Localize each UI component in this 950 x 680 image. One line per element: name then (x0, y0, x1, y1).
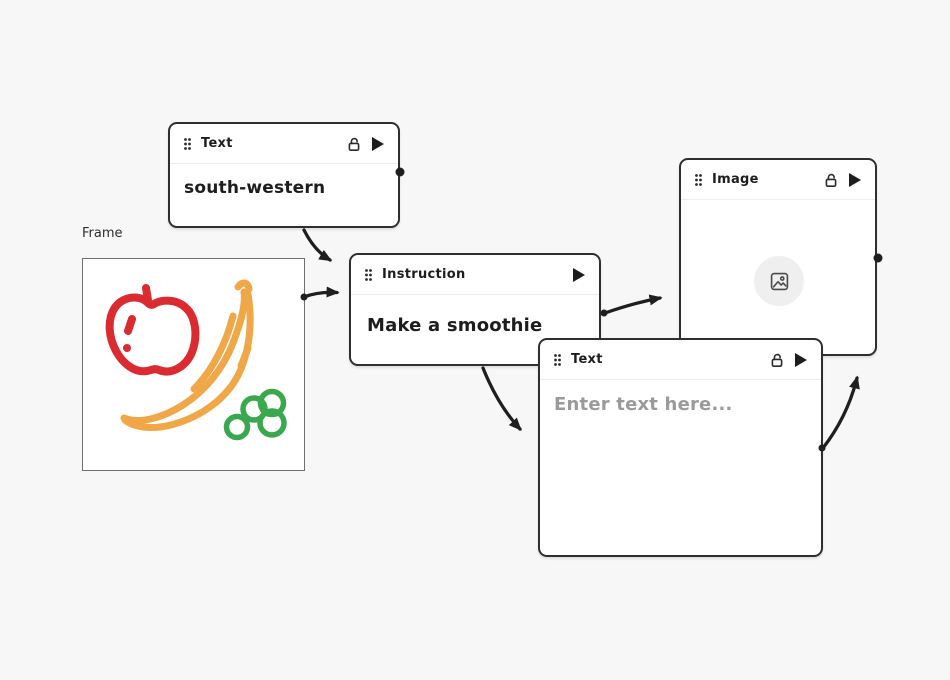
node-title: Text (201, 136, 233, 151)
connector-instruction-to-text2[interactable] (481, 366, 522, 431)
play-button[interactable] (372, 136, 384, 151)
drag-handle-icon[interactable] (695, 173, 702, 186)
node-image[interactable]: Image (679, 158, 877, 356)
text-node-value[interactable]: south-western (184, 178, 326, 198)
play-button[interactable] (573, 267, 585, 282)
image-placeholder-icon (770, 272, 788, 290)
apple-drawing (105, 284, 200, 376)
node-title: Image (712, 172, 759, 187)
text-node-placeholder[interactable]: Enter text here... (554, 394, 733, 415)
node-header: Text (540, 340, 821, 380)
node-header: Image (681, 160, 875, 200)
grapes-drawing (223, 388, 287, 441)
lock-open-icon[interactable] (769, 352, 785, 368)
apple-highlight-dot (123, 344, 131, 352)
connector-frame-to-instruction[interactable] (302, 286, 340, 299)
image-drop-zone[interactable] (754, 256, 804, 306)
drag-handle-icon[interactable] (365, 268, 372, 281)
node-title: Text (571, 352, 603, 367)
lock-open-icon[interactable] (823, 172, 839, 188)
banana-drawing (120, 279, 254, 431)
instruction-node-value[interactable]: Make a smoothie (367, 315, 543, 336)
node-text-2[interactable]: Text Enter text here... (538, 338, 823, 557)
node-text-1[interactable]: Text south-western (168, 122, 400, 228)
frame-drawing[interactable] (82, 258, 305, 471)
lock-open-icon[interactable] (346, 136, 362, 152)
port-handle-instruction-right[interactable] (600, 309, 608, 317)
connector-instruction-to-image[interactable] (603, 294, 663, 315)
node-header: Instruction (351, 255, 599, 295)
fruit-drawing (105, 279, 287, 441)
connector-text2-to-image[interactable] (821, 375, 860, 450)
drag-handle-icon[interactable] (554, 353, 561, 366)
play-button[interactable] (849, 172, 861, 187)
connector-text1-to-instruction[interactable] (302, 228, 333, 262)
node-header: Text (170, 124, 398, 164)
play-button[interactable] (795, 352, 807, 367)
frame-label: Frame (82, 226, 123, 241)
node-title: Instruction (382, 267, 466, 282)
drag-handle-icon[interactable] (184, 137, 191, 150)
